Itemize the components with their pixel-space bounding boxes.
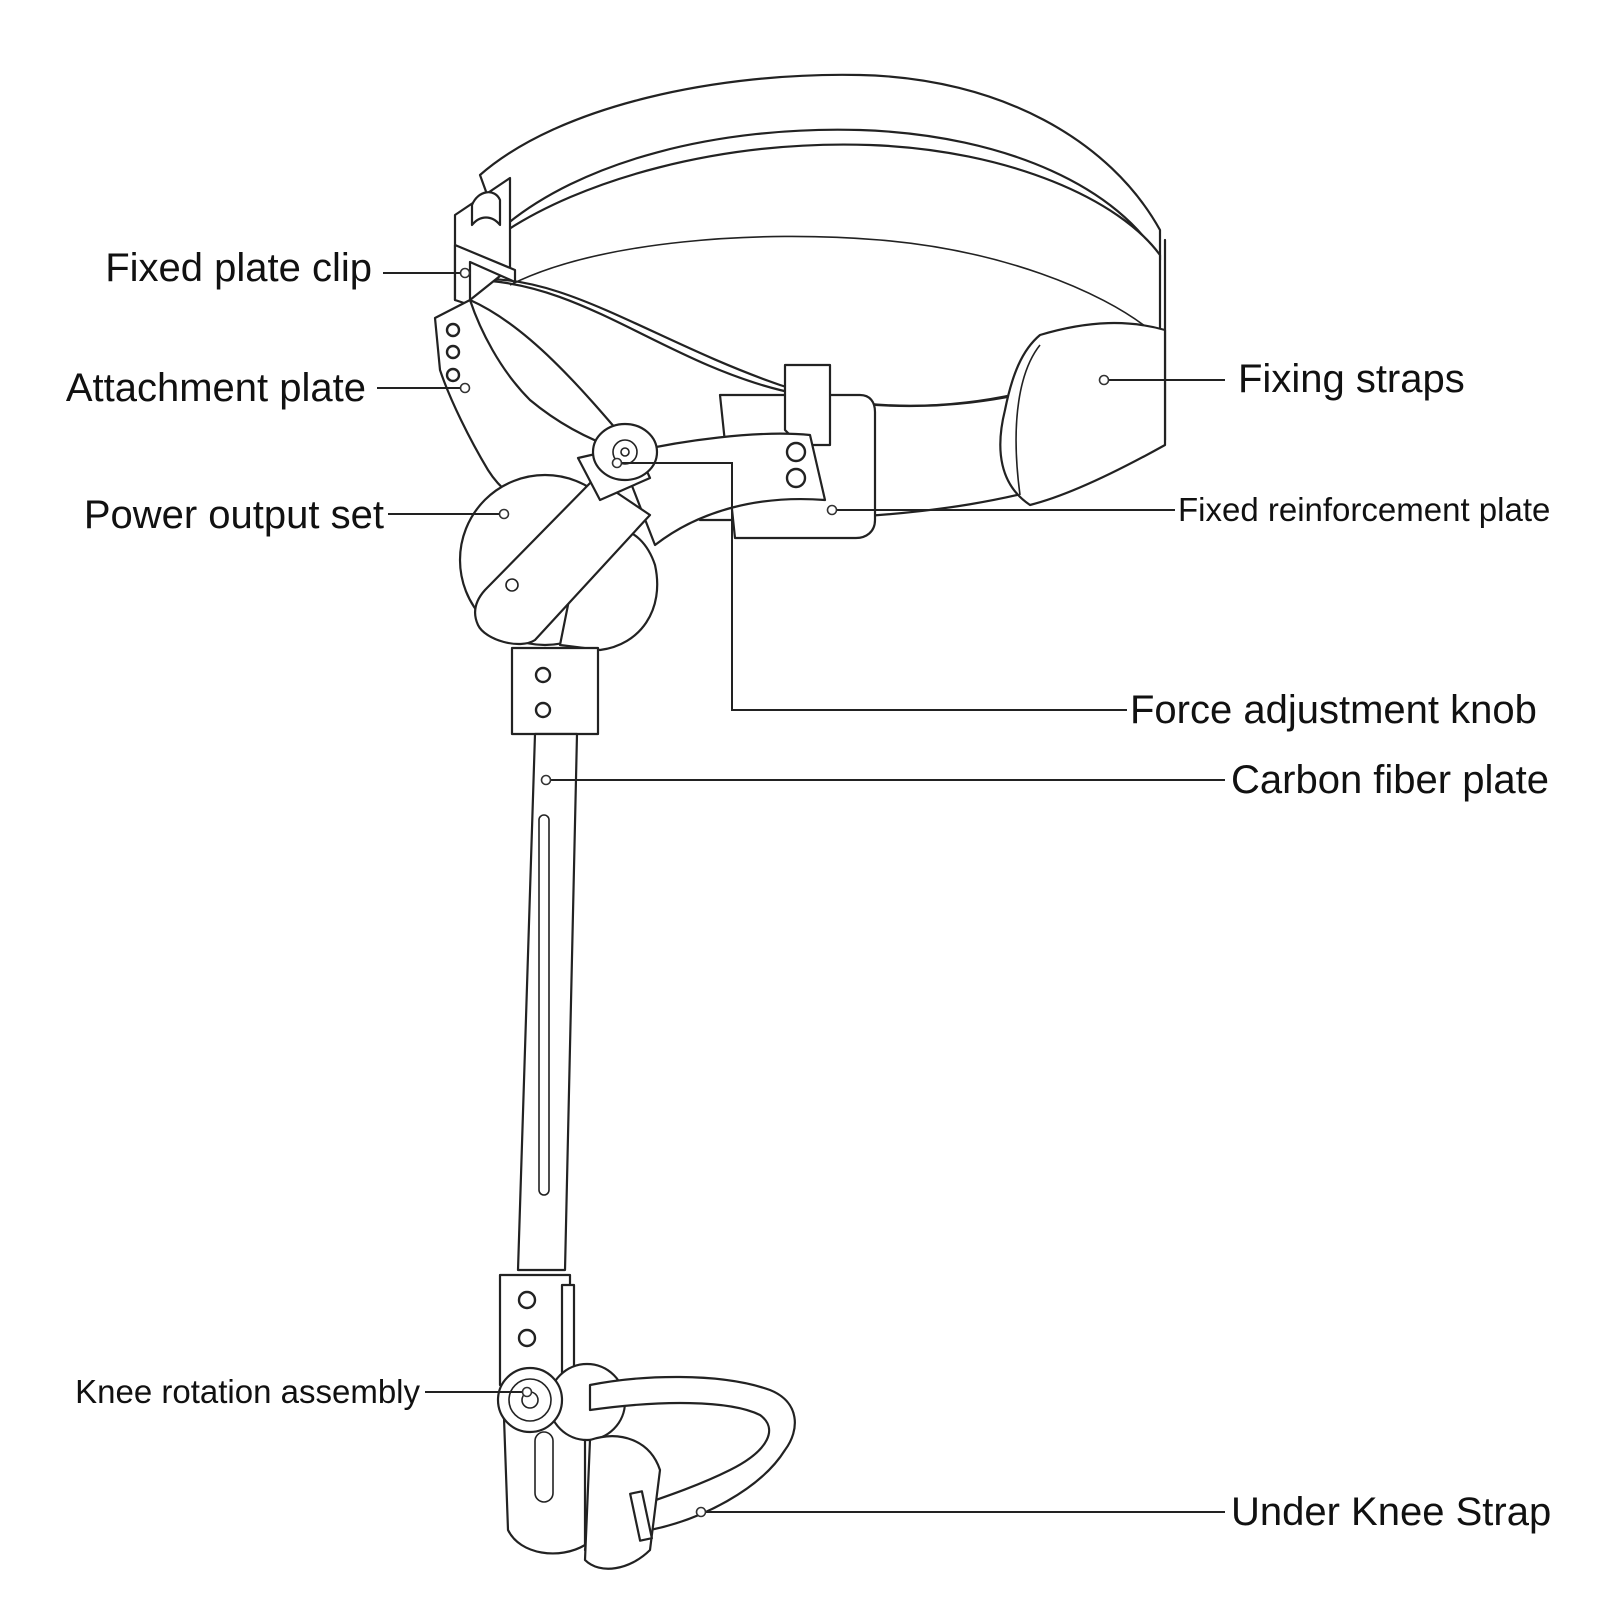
- fixed-reinforcement-plate: [618, 363, 877, 547]
- label-force-adjustment-knob: Force adjustment knob: [1130, 688, 1537, 732]
- label-fixed-reinforcement-plate: Fixed reinforcement plate: [1178, 491, 1550, 528]
- labels: Fixed plate clip Attachment plate Power …: [66, 246, 1551, 1534]
- force-adjustment-knob: [576, 422, 659, 502]
- leader-force-adjustment-knob: [621, 462, 1127, 711]
- label-fixed-plate-clip: Fixed plate clip: [105, 246, 372, 290]
- label-carbon-fiber-plate: Carbon fiber plate: [1231, 758, 1549, 802]
- label-power-output-set: Power output set: [84, 493, 384, 537]
- label-attachment-plate: Attachment plate: [66, 366, 366, 410]
- leader-lines: [377, 267, 1225, 1518]
- label-under-knee-strap: Under Knee Strap: [1231, 1490, 1551, 1534]
- label-fixing-straps: Fixing straps: [1238, 357, 1465, 401]
- under-knee-strap: [583, 1375, 796, 1570]
- power-output-set: [458, 473, 659, 652]
- label-knee-rotation-assembly: Knee rotation assembly: [75, 1373, 420, 1410]
- carbon-fiber-plate: [510, 646, 600, 1272]
